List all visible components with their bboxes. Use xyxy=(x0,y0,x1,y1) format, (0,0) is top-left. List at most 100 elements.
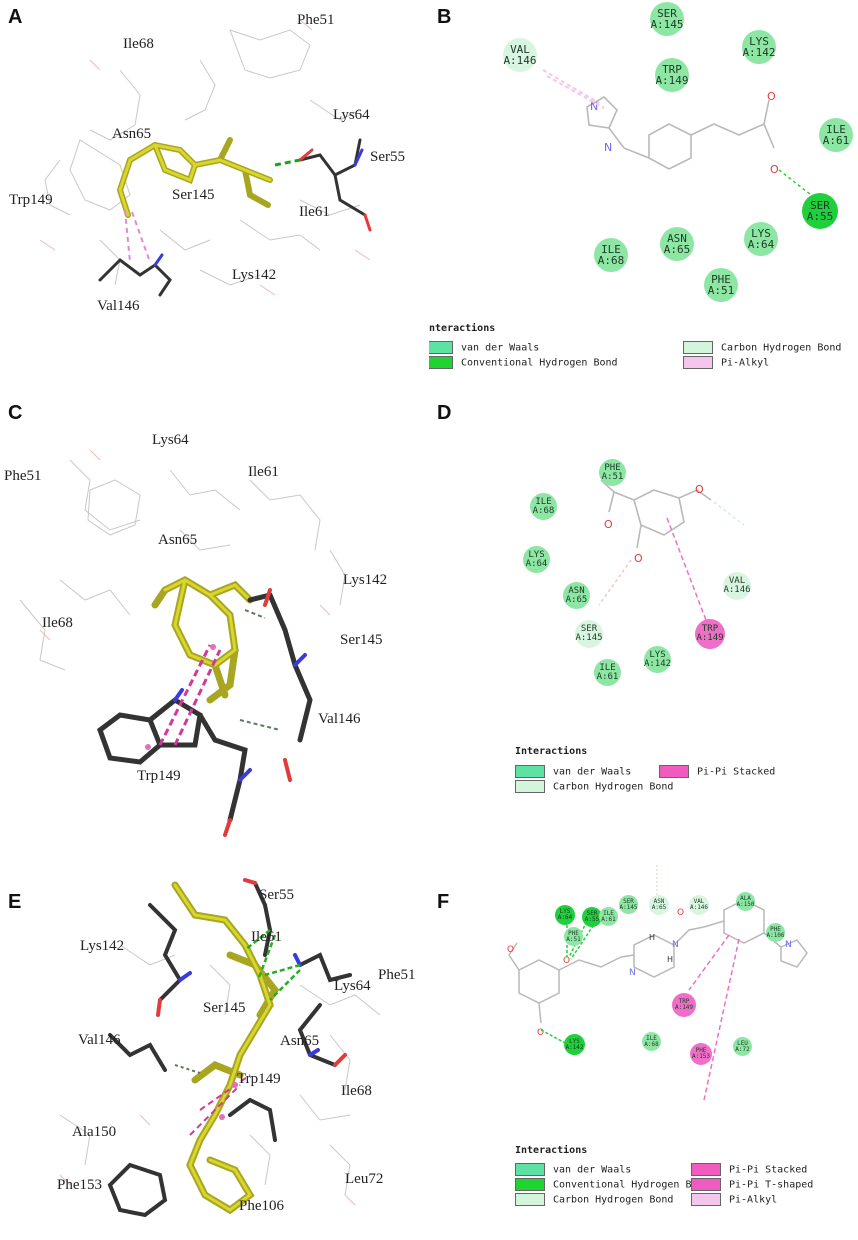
svg-text:O: O xyxy=(537,1028,544,1038)
legend: van der Waals Pi-Pi Stacked Carbon Hydro… xyxy=(515,762,845,802)
svg-text:O: O xyxy=(563,956,570,966)
legend-swatch xyxy=(515,1178,545,1191)
svg-text:O: O xyxy=(767,90,776,103)
legend-item: Carbon Hydrogen Bond xyxy=(515,1193,673,1206)
legend-item: Conventional Hydrogen Bond xyxy=(429,356,618,369)
residue-label: Phe153 xyxy=(57,1177,102,1193)
panel-label-e: E xyxy=(8,891,22,913)
svg-text:N: N xyxy=(785,940,792,950)
panel-a: A xyxy=(0,0,429,320)
residue-label: Ser145 xyxy=(203,1000,246,1016)
legend-swatch xyxy=(515,1193,545,1206)
legend-item: Pi-Alkyl xyxy=(691,1193,777,1206)
residue-label: Lys64 xyxy=(334,978,371,994)
legend-swatch xyxy=(691,1178,721,1191)
legend-item: Pi-Pi Stacked xyxy=(691,1163,807,1176)
svg-text:N: N xyxy=(629,968,636,978)
legend-swatch xyxy=(683,356,713,369)
legend: van der Waals Carbon Hydrogen Bond Conve… xyxy=(429,338,853,378)
legend-title: Interactions xyxy=(515,1145,588,1156)
residue-label: Leu72 xyxy=(345,1171,384,1187)
residue-label: Ile68 xyxy=(123,36,154,52)
panel-label-d: D xyxy=(437,402,452,424)
residue-label: Ile68 xyxy=(341,1083,372,1099)
legend-swatch xyxy=(429,341,453,354)
residue-label: Phe51 xyxy=(4,468,42,484)
panel-c: C xyxy=(0,400,429,840)
panel-label-a: A xyxy=(8,6,23,28)
residue-label: Lys142 xyxy=(343,572,388,588)
svg-text:O: O xyxy=(677,908,684,918)
residue-label: Trp149 xyxy=(237,1071,281,1087)
panel-e: E xyxy=(0,855,429,1240)
legend-item: Pi-Pi T-shaped xyxy=(691,1178,813,1191)
residue-label: Lys142 xyxy=(232,267,277,283)
residue-label: Lys64 xyxy=(152,432,189,448)
residue-label: Ile61 xyxy=(248,464,279,480)
residue-label: Lys64 xyxy=(333,107,370,123)
panel-label-b: B xyxy=(437,6,452,28)
legend-swatch xyxy=(515,1163,545,1176)
legend-item: Conventional Hydrogen Bond xyxy=(515,1178,710,1191)
residue-label: Ser55 xyxy=(370,149,405,165)
legend-swatch xyxy=(515,780,545,793)
residue-label: Phe51 xyxy=(378,967,416,983)
residue-label: Asn65 xyxy=(280,1033,320,1049)
legend-item: Carbon Hydrogen Bond xyxy=(515,780,673,793)
residue-label: Phe51 xyxy=(297,12,335,28)
legend-title: Interactions xyxy=(429,323,496,334)
residue-label: Ser55 xyxy=(259,887,294,903)
legend-title: Interactions xyxy=(515,746,588,757)
panel-label-f: F xyxy=(437,891,450,913)
legend-item: van der Waals xyxy=(515,1163,631,1176)
panel-f-ligand-2d: O O O O N N N xyxy=(507,865,808,1101)
panel-c-structure xyxy=(19,449,346,837)
residue-label: Val146 xyxy=(97,298,140,314)
residue-label: Ile61 xyxy=(299,204,330,220)
residue-label: Ala150 xyxy=(72,1124,117,1140)
residue-label: Lys142 xyxy=(80,938,125,954)
residue-label: Ser145 xyxy=(340,632,383,648)
svg-text:N: N xyxy=(604,141,612,154)
residue-label: Ser145 xyxy=(172,187,215,203)
residue-label: Val146 xyxy=(78,1032,121,1048)
legend-swatch xyxy=(683,341,713,354)
panel-a-structure xyxy=(39,19,372,297)
svg-text:O: O xyxy=(604,518,613,531)
legend-swatch xyxy=(691,1193,721,1206)
legend-item: van der Waals xyxy=(515,765,631,778)
svg-text:O: O xyxy=(507,945,514,955)
legend: van der Waals Pi-Pi Stacked Conventional… xyxy=(515,1160,845,1216)
residue-label: Val146 xyxy=(318,711,361,727)
atom-label-h: H xyxy=(649,933,656,942)
